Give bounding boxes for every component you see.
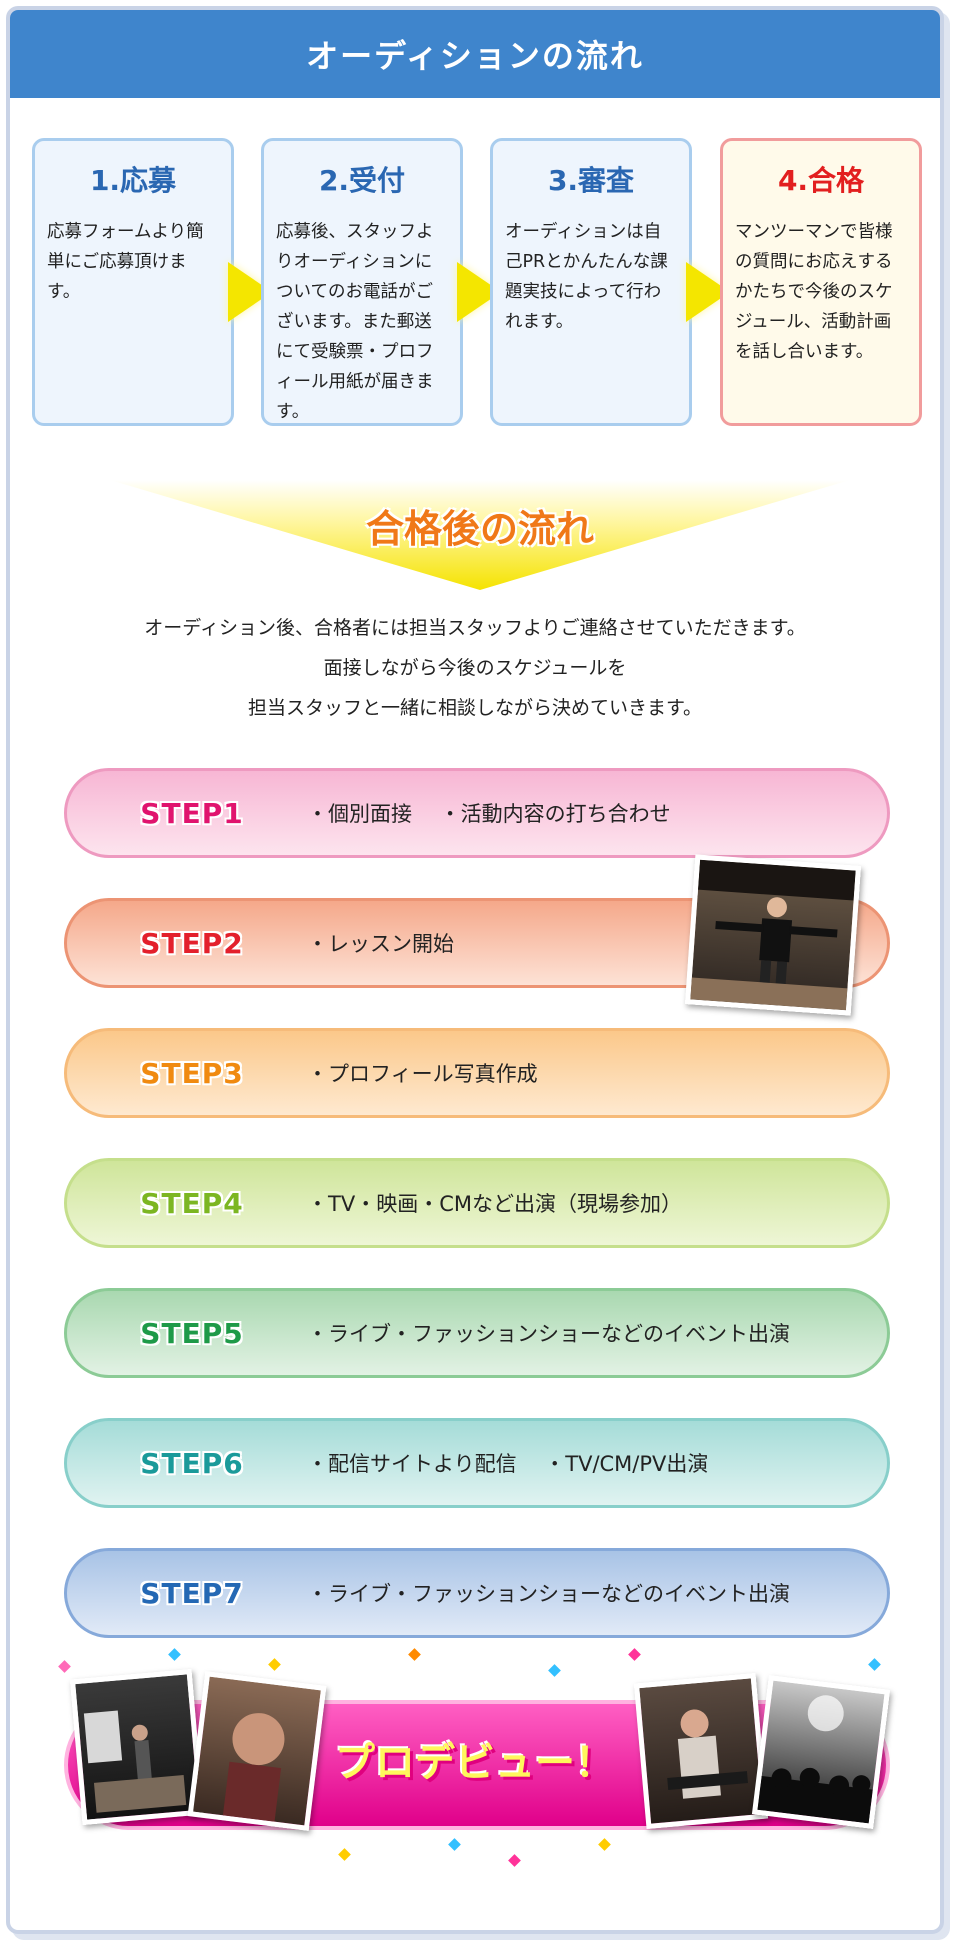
step-desc: ・プロフィール写真作成 [307,1062,538,1086]
step-7: STEP7 ・ライブ・ファッションショーなどのイベント出演 [64,1548,890,1638]
step-1: STEP1 ・個別面接 ・活動内容の打ち合わせ [64,768,890,858]
crowd-icon [757,1695,873,1824]
step-desc: ・個別面接 ・活動内容の打ち合わせ [307,802,671,826]
step-label: STEP7 [140,1576,244,1610]
audition-flow-panel: オーディションの流れ 1.応募 応募フォームより簡単にご応募頂けます。 2.受付… [6,6,944,1934]
confetti-icon [868,1658,881,1671]
flow-text: マンツーマンで皆様の質問にお応えするかたちで今後のスケジュール、活動計画を話し合… [735,222,893,362]
step-label: STEP1 [140,796,244,830]
step-label: STEP2 [140,926,244,960]
step-desc: ・ライブ・ファッションショーなどのイベント出演 [307,1322,790,1346]
studio-scene-icon [83,1710,187,1813]
confetti-icon [268,1658,281,1671]
confetti-icon [408,1648,421,1661]
intro-line: オーディション後、合格者には担当スタッフよりご連絡させていただきます。 [144,617,806,639]
flow-box-pass: 4.合格 マンツーマンで皆様の質問にお応えするかたちで今後のスケジュール、活動計… [720,138,922,426]
after-pass-title: 合格後の流れ [365,507,594,551]
dancer-photo [684,854,862,1016]
portrait-photo [187,1671,327,1831]
portrait-face-icon [222,1713,285,1822]
flow-box-reception: 2.受付 応募後、スタッフよりオーディションについてのお電話がございます。また郵… [261,138,463,426]
after-pass-intro: オーディション後、合格者には担当スタッフよりご連絡させていただきます。 面接しな… [10,608,940,728]
step-desc: ・TV・映画・CMなど出演（現場参加） [307,1192,682,1216]
flow-box-apply: 1.応募 応募フォームより簡単にご応募頂けます。 [32,138,234,426]
concert-photo [751,1675,891,1829]
step-5: STEP5 ・ライブ・ファッションショーなどのイベント出演 [64,1288,890,1378]
dancer-figure-icon [690,859,856,1011]
intro-line: 面接しながら今後のスケジュールを [323,657,627,679]
guitarist-figure-icon [667,1709,748,1799]
step-desc: ・ライブ・ファッションショーなどのイベント出演 [307,1582,790,1606]
step-label: STEP4 [140,1186,244,1220]
header-bar: オーディションの流れ [10,10,940,98]
step-label: STEP5 [140,1316,244,1350]
step-desc: ・配信サイトより配信 ・TV/CM/PV出演 [307,1452,709,1476]
banner-triangle-icon [110,480,850,590]
flow-heading: 3.審査 [547,164,635,197]
confetti-icon [598,1838,611,1851]
flow-text: 応募後、スタッフよりオーディションについてのお電話がございます。また郵送にて受験… [276,222,434,422]
intro-line: 担当スタッフと一緒に相談しながら決めていきます。 [247,697,703,719]
flow-heading: 1.応募 [89,164,177,197]
step-6: STEP6 ・配信サイトより配信 ・TV/CM/PV出演 [64,1418,890,1508]
flow-box-screening: 3.審査 オーディションは自己PRとかんたんな課題実技によって行われます。 [490,138,692,426]
step-desc: ・レッスン開始 [307,932,454,956]
confetti-icon [628,1648,641,1661]
flow-text: オーディションは自己PRとかんたんな課題実技によって行われます。 [505,222,668,332]
studio-photo [69,1668,205,1826]
confetti-icon [168,1648,181,1661]
flow-heading: 2.受付 [318,164,406,197]
after-pass-banner: 合格後の流れ [110,480,850,590]
audition-flow: 1.応募 応募フォームより簡単にご応募頂けます。 2.受付 応募後、スタッフより… [32,138,922,428]
confetti-icon [338,1848,351,1861]
debut-title: プロデビュー！ [335,1740,615,1786]
step-4: STEP4 ・TV・映画・CMなど出演（現場参加） [64,1158,890,1248]
confetti-icon [548,1664,561,1677]
confetti-icon [448,1838,461,1851]
step-3: STEP3 ・プロフィール写真作成 [64,1028,890,1118]
page-title: オーディションの流れ [306,37,644,75]
step-label: STEP3 [140,1056,244,1090]
flow-heading: 4.合格 [777,164,865,197]
confetti-icon [508,1854,521,1867]
confetti-icon [58,1660,71,1673]
flow-text: 応募フォームより簡単にご応募頂けます。 [47,222,204,302]
guitarist-photo [633,1672,769,1830]
step-label: STEP6 [140,1446,244,1480]
